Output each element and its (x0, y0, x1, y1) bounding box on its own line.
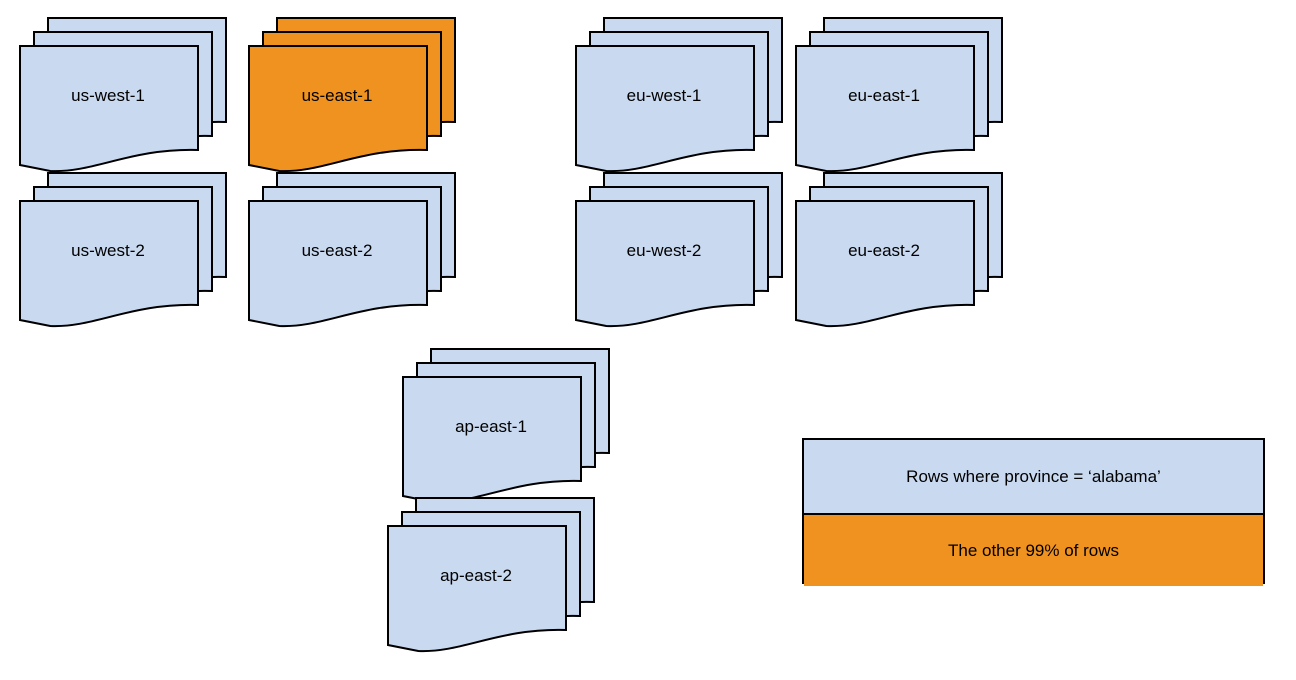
region-stack-eu-east-1: eu-east-1 (795, 17, 1003, 179)
region-stack-eu-east-2: eu-east-2 (795, 172, 1003, 334)
region-stack-shapes-eu-west-1 (575, 17, 783, 173)
document-card-eu-east-2-3 (795, 200, 975, 328)
region-stack-shapes-ap-east-1 (402, 348, 610, 504)
document-card-us-west-1-3 (19, 45, 199, 173)
legend-row-other: The other 99% of rows (804, 513, 1263, 586)
legend-label-matching: Rows where province = ‘alabama’ (906, 466, 1161, 486)
region-stack-eu-west-1: eu-west-1 (575, 17, 783, 179)
region-stack-shapes-eu-west-2 (575, 172, 783, 328)
region-stack-shapes-eu-east-1 (795, 17, 1003, 173)
document-card-us-east-2-3 (248, 200, 428, 328)
legend-label-other: The other 99% of rows (947, 540, 1120, 560)
document-card-ap-east-2-3 (387, 525, 567, 653)
region-stack-ap-east-1: ap-east-1 (402, 348, 610, 510)
region-stack-us-west-2: us-west-2 (19, 172, 227, 334)
region-stack-us-east-1: us-east-1 (248, 17, 456, 179)
region-stack-us-west-1: us-west-1 (19, 17, 227, 179)
region-stack-ap-east-2: ap-east-2 (387, 497, 595, 659)
region-stack-shapes-ap-east-2 (387, 497, 595, 653)
document-card-eu-east-1-3 (795, 45, 975, 173)
document-card-us-west-2-3 (19, 200, 199, 328)
region-stack-shapes-us-east-2 (248, 172, 456, 328)
region-stack-shapes-us-east-1 (248, 17, 456, 173)
document-card-us-east-1-3 (248, 45, 428, 173)
region-stack-shapes-us-west-1 (19, 17, 227, 173)
document-card-eu-west-1-3 (575, 45, 755, 173)
region-stack-shapes-eu-east-2 (795, 172, 1003, 328)
region-stack-us-east-2: us-east-2 (248, 172, 456, 334)
document-card-eu-west-2-3 (575, 200, 755, 328)
legend: Rows where province = ‘alabama’ The othe… (802, 438, 1265, 586)
region-stack-eu-west-2: eu-west-2 (575, 172, 783, 334)
legend-row-matching: Rows where province = ‘alabama’ (804, 440, 1263, 513)
region-stack-shapes-us-west-2 (19, 172, 227, 328)
document-card-ap-east-1-3 (402, 376, 582, 504)
